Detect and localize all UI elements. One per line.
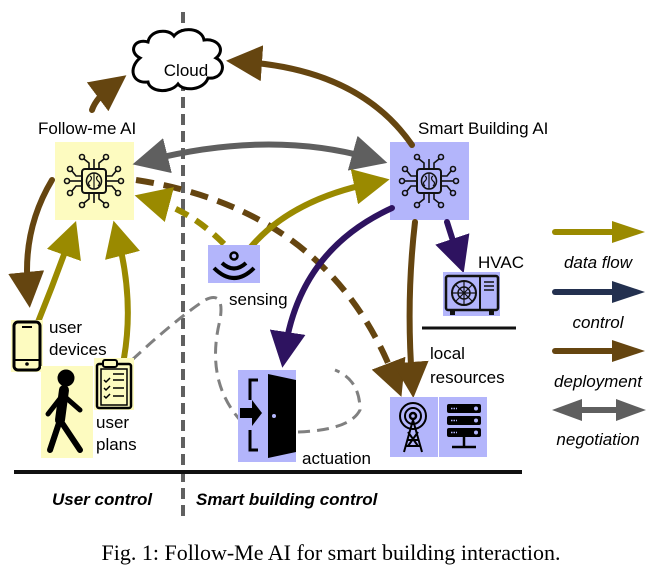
user-node <box>41 366 93 458</box>
legend-item-negotiation: negotiation <box>552 399 646 449</box>
arrow-deployment-building-to-cloud <box>226 45 415 148</box>
user-devices-node: user devices <box>11 318 107 372</box>
user-plans-node: user plans <box>94 358 137 454</box>
user-plans-label-line1: user <box>96 413 129 432</box>
follow-me-ai-label: Follow-me AI <box>38 119 136 138</box>
arrow-deployment-dashed-followme-to-resources <box>135 177 406 397</box>
clipboard-checklist-icon <box>95 359 133 410</box>
legend-item-control: control <box>552 281 645 332</box>
arrow-control-building-to-hvac <box>435 219 470 274</box>
interaction-loop-dashed <box>130 296 362 434</box>
arrow-deployment-followme-to-cloud <box>86 75 127 113</box>
zone-label-user-control: User control <box>52 490 153 509</box>
smart-building-ai-label: Smart Building AI <box>418 119 548 138</box>
arrow-dataflow-sensing-to-building <box>247 169 390 251</box>
local-resources-label-line2: resources <box>430 368 505 387</box>
arrow-dataflow-plans-to-followme <box>105 220 140 361</box>
cloud-node: Cloud <box>131 28 224 92</box>
user-devices-label-line2: devices <box>49 340 107 359</box>
legend-label: data flow <box>564 253 634 272</box>
sensing-label: sensing <box>229 290 288 309</box>
sensing-icon <box>212 251 256 280</box>
follow-me-ai-node <box>55 142 134 220</box>
actuation-label: actuation <box>302 449 371 468</box>
door-enter-icon <box>240 374 296 458</box>
arrow-dataflow-devices-to-followme <box>35 221 81 325</box>
arrow-negotiation <box>132 135 388 174</box>
cloud-icon <box>131 28 224 92</box>
figure-caption: Fig. 1: Follow-Me AI for smart building … <box>102 540 561 565</box>
actuation-node: actuation <box>238 370 371 468</box>
legend-label: negotiation <box>556 430 639 449</box>
legend: data flow control deployment negotiation <box>552 221 646 449</box>
hvac-node: HVAC <box>443 253 524 316</box>
arrow-deployment-followme-to-devices <box>8 177 55 308</box>
sensing-node: sensing <box>208 245 288 309</box>
user-plans-label-line2: plans <box>96 435 137 454</box>
arrow-control-building-to-actuation <box>269 205 395 368</box>
smartphone-icon <box>12 320 42 372</box>
arrow-dataflow-dashed-sensing-to-followme <box>134 187 227 247</box>
legend-item-data-flow: data flow <box>552 221 645 272</box>
legend-item-deployment: deployment <box>552 340 645 391</box>
local-resources-label-line1: local <box>430 344 465 363</box>
server-rack-icon <box>447 404 481 449</box>
walking-person-icon <box>45 369 83 453</box>
legend-label: deployment <box>554 372 643 391</box>
hvac-unit-icon <box>444 274 500 315</box>
zone-label-smart-building-control: Smart building control <box>196 490 379 509</box>
smart-building-ai-node <box>390 142 469 220</box>
user-devices-label-line1: user <box>49 318 82 337</box>
arrow-deployment-building-to-resources <box>392 219 429 398</box>
legend-label: control <box>572 313 624 332</box>
cloud-label: Cloud <box>164 61 208 80</box>
local-resources-node: local resources <box>390 344 505 457</box>
hvac-label: HVAC <box>478 253 524 272</box>
radio-tower-icon <box>399 402 427 453</box>
